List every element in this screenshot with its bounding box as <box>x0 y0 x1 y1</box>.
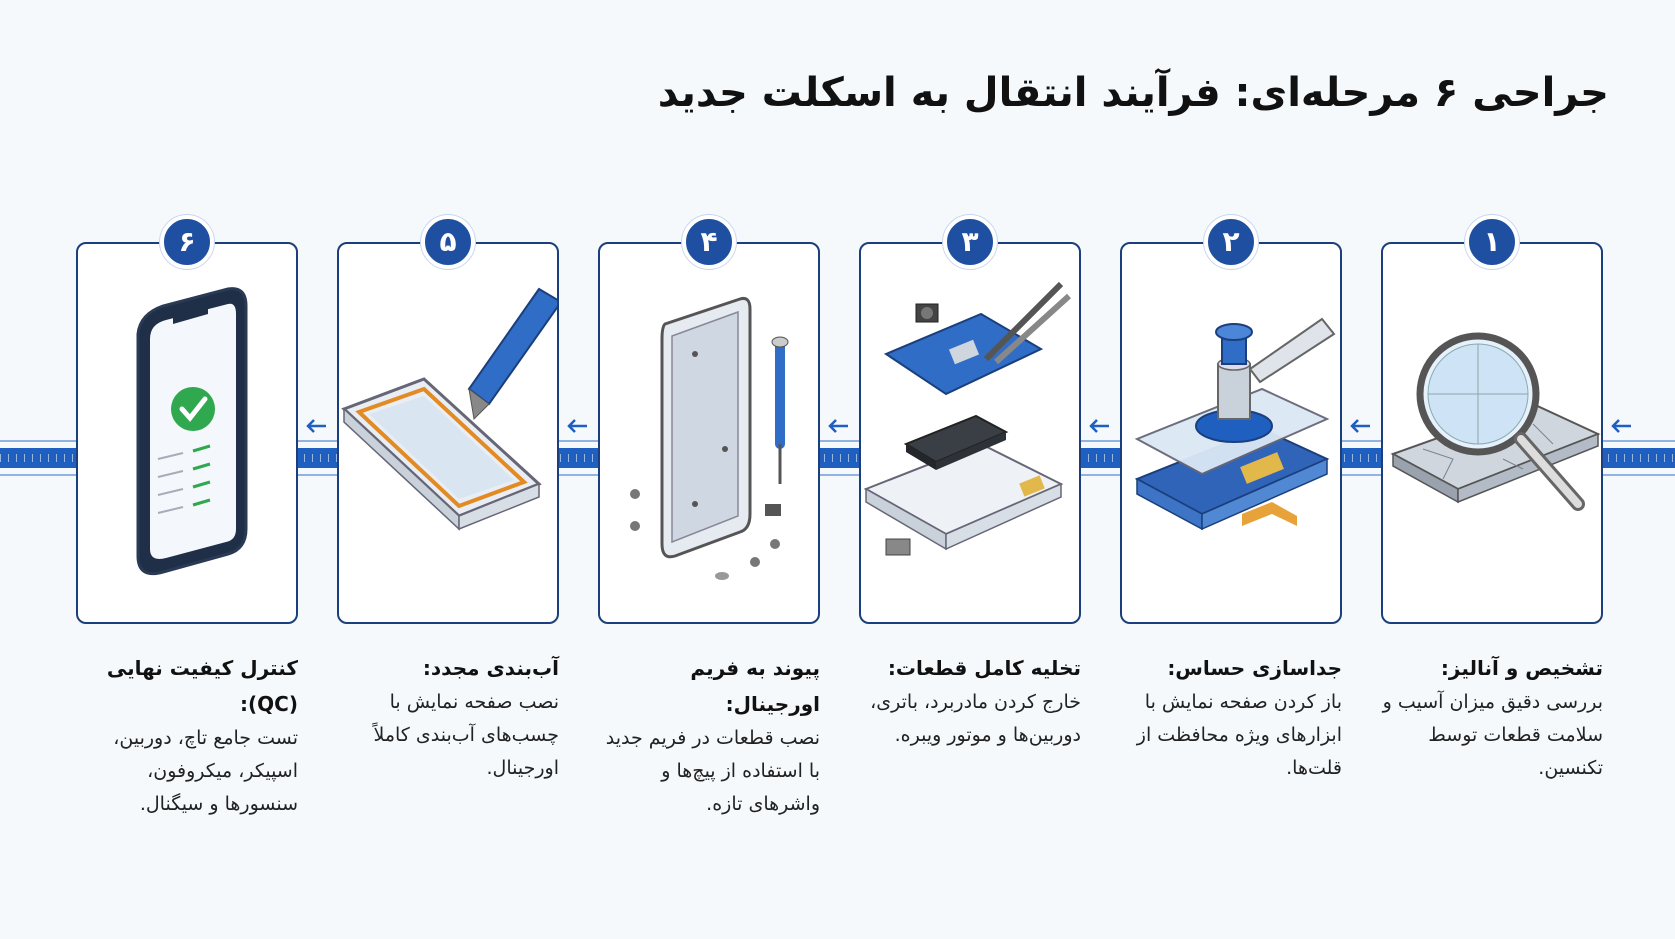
step-4-caption: پیوند به فریم اورجینال: نصب قطعات در فری… <box>598 650 820 821</box>
step-2-heading: جداسازی حساس: <box>1167 656 1342 680</box>
step-6-heading: کنترل کیفیت نهایی (QC): <box>106 656 298 716</box>
step-3-heading: تخلیه کامل قطعات: <box>887 656 1081 680</box>
step-4-heading: پیوند به فریم اورجینال: <box>690 656 820 716</box>
step-3-card <box>859 242 1081 624</box>
checkmark-icon <box>136 287 248 576</box>
step-4-description: نصب قطعات در فریم جدید با استفاده از پیچ… <box>605 727 820 815</box>
step-5-heading: آب‌بندی مجدد: <box>422 656 559 680</box>
step-1-number-badge: ۱ <box>1465 215 1519 269</box>
magnifier-icon <box>1390 332 1601 511</box>
step-6-caption: کنترل کیفیت نهایی (QC): تست جامع تاچ، دو… <box>76 650 298 821</box>
arrow-left-icon <box>302 413 332 439</box>
step-3-caption: تخلیه کامل قطعات: خارج کردن مادربرد، بات… <box>859 650 1081 752</box>
step-1-card <box>1381 242 1603 624</box>
suction-cup-icon <box>1134 317 1336 531</box>
step-3-description: خارج کردن مادربرد، باتری، دوربین‌ها و مو… <box>870 691 1081 746</box>
step-3-number-badge: ۳ <box>943 215 997 269</box>
step-2-caption: جداسازی حساس: باز کردن صفحه نمایش با ابز… <box>1120 650 1342 785</box>
step-1-description: بررسی دقیق میزان آسیب و سلامت قطعات توسط… <box>1382 691 1603 779</box>
step-5-number-badge: ۵ <box>421 215 475 269</box>
step-4-number-badge: ۴ <box>682 215 736 269</box>
adhesive-applicator-icon <box>341 287 557 531</box>
arrow-left-icon <box>824 413 854 439</box>
step-2-description: باز کردن صفحه نمایش با ابزارهای ویژه محا… <box>1136 691 1342 779</box>
step-1-heading: تشخیص و آنالیز: <box>1440 656 1603 680</box>
page-title: جراحی ۶ مرحله‌ای: فرآیند انتقال به اسکلت… <box>657 70 1609 116</box>
step-4-card <box>598 242 820 624</box>
step-2-number-badge: ۲ <box>1204 215 1258 269</box>
step-5-description: نصب صفحه نمایش با چسب‌های آب‌بندی کاملاً… <box>373 691 560 779</box>
step-2-card <box>1120 242 1342 624</box>
arrow-left-icon <box>563 413 593 439</box>
step-1-caption: تشخیص و آنالیز: بررسی دقیق میزان آسیب و … <box>1381 650 1603 785</box>
tweezers-icon <box>863 281 1072 556</box>
arrow-left-icon <box>1346 413 1376 439</box>
arrow-left-icon <box>1607 413 1637 439</box>
step-6-card <box>76 242 298 624</box>
step-6-number-badge: ۶ <box>160 215 214 269</box>
step-5-caption: آب‌بندی مجدد: نصب صفحه نمایش با چسب‌های … <box>337 650 560 785</box>
step-6-description: تست جامع تاچ، دوربین، اسپیکر، میکروفون، … <box>113 727 298 815</box>
step-5-card <box>337 242 559 624</box>
screwdriver-icon <box>630 297 789 580</box>
arrow-left-icon <box>1085 413 1115 439</box>
